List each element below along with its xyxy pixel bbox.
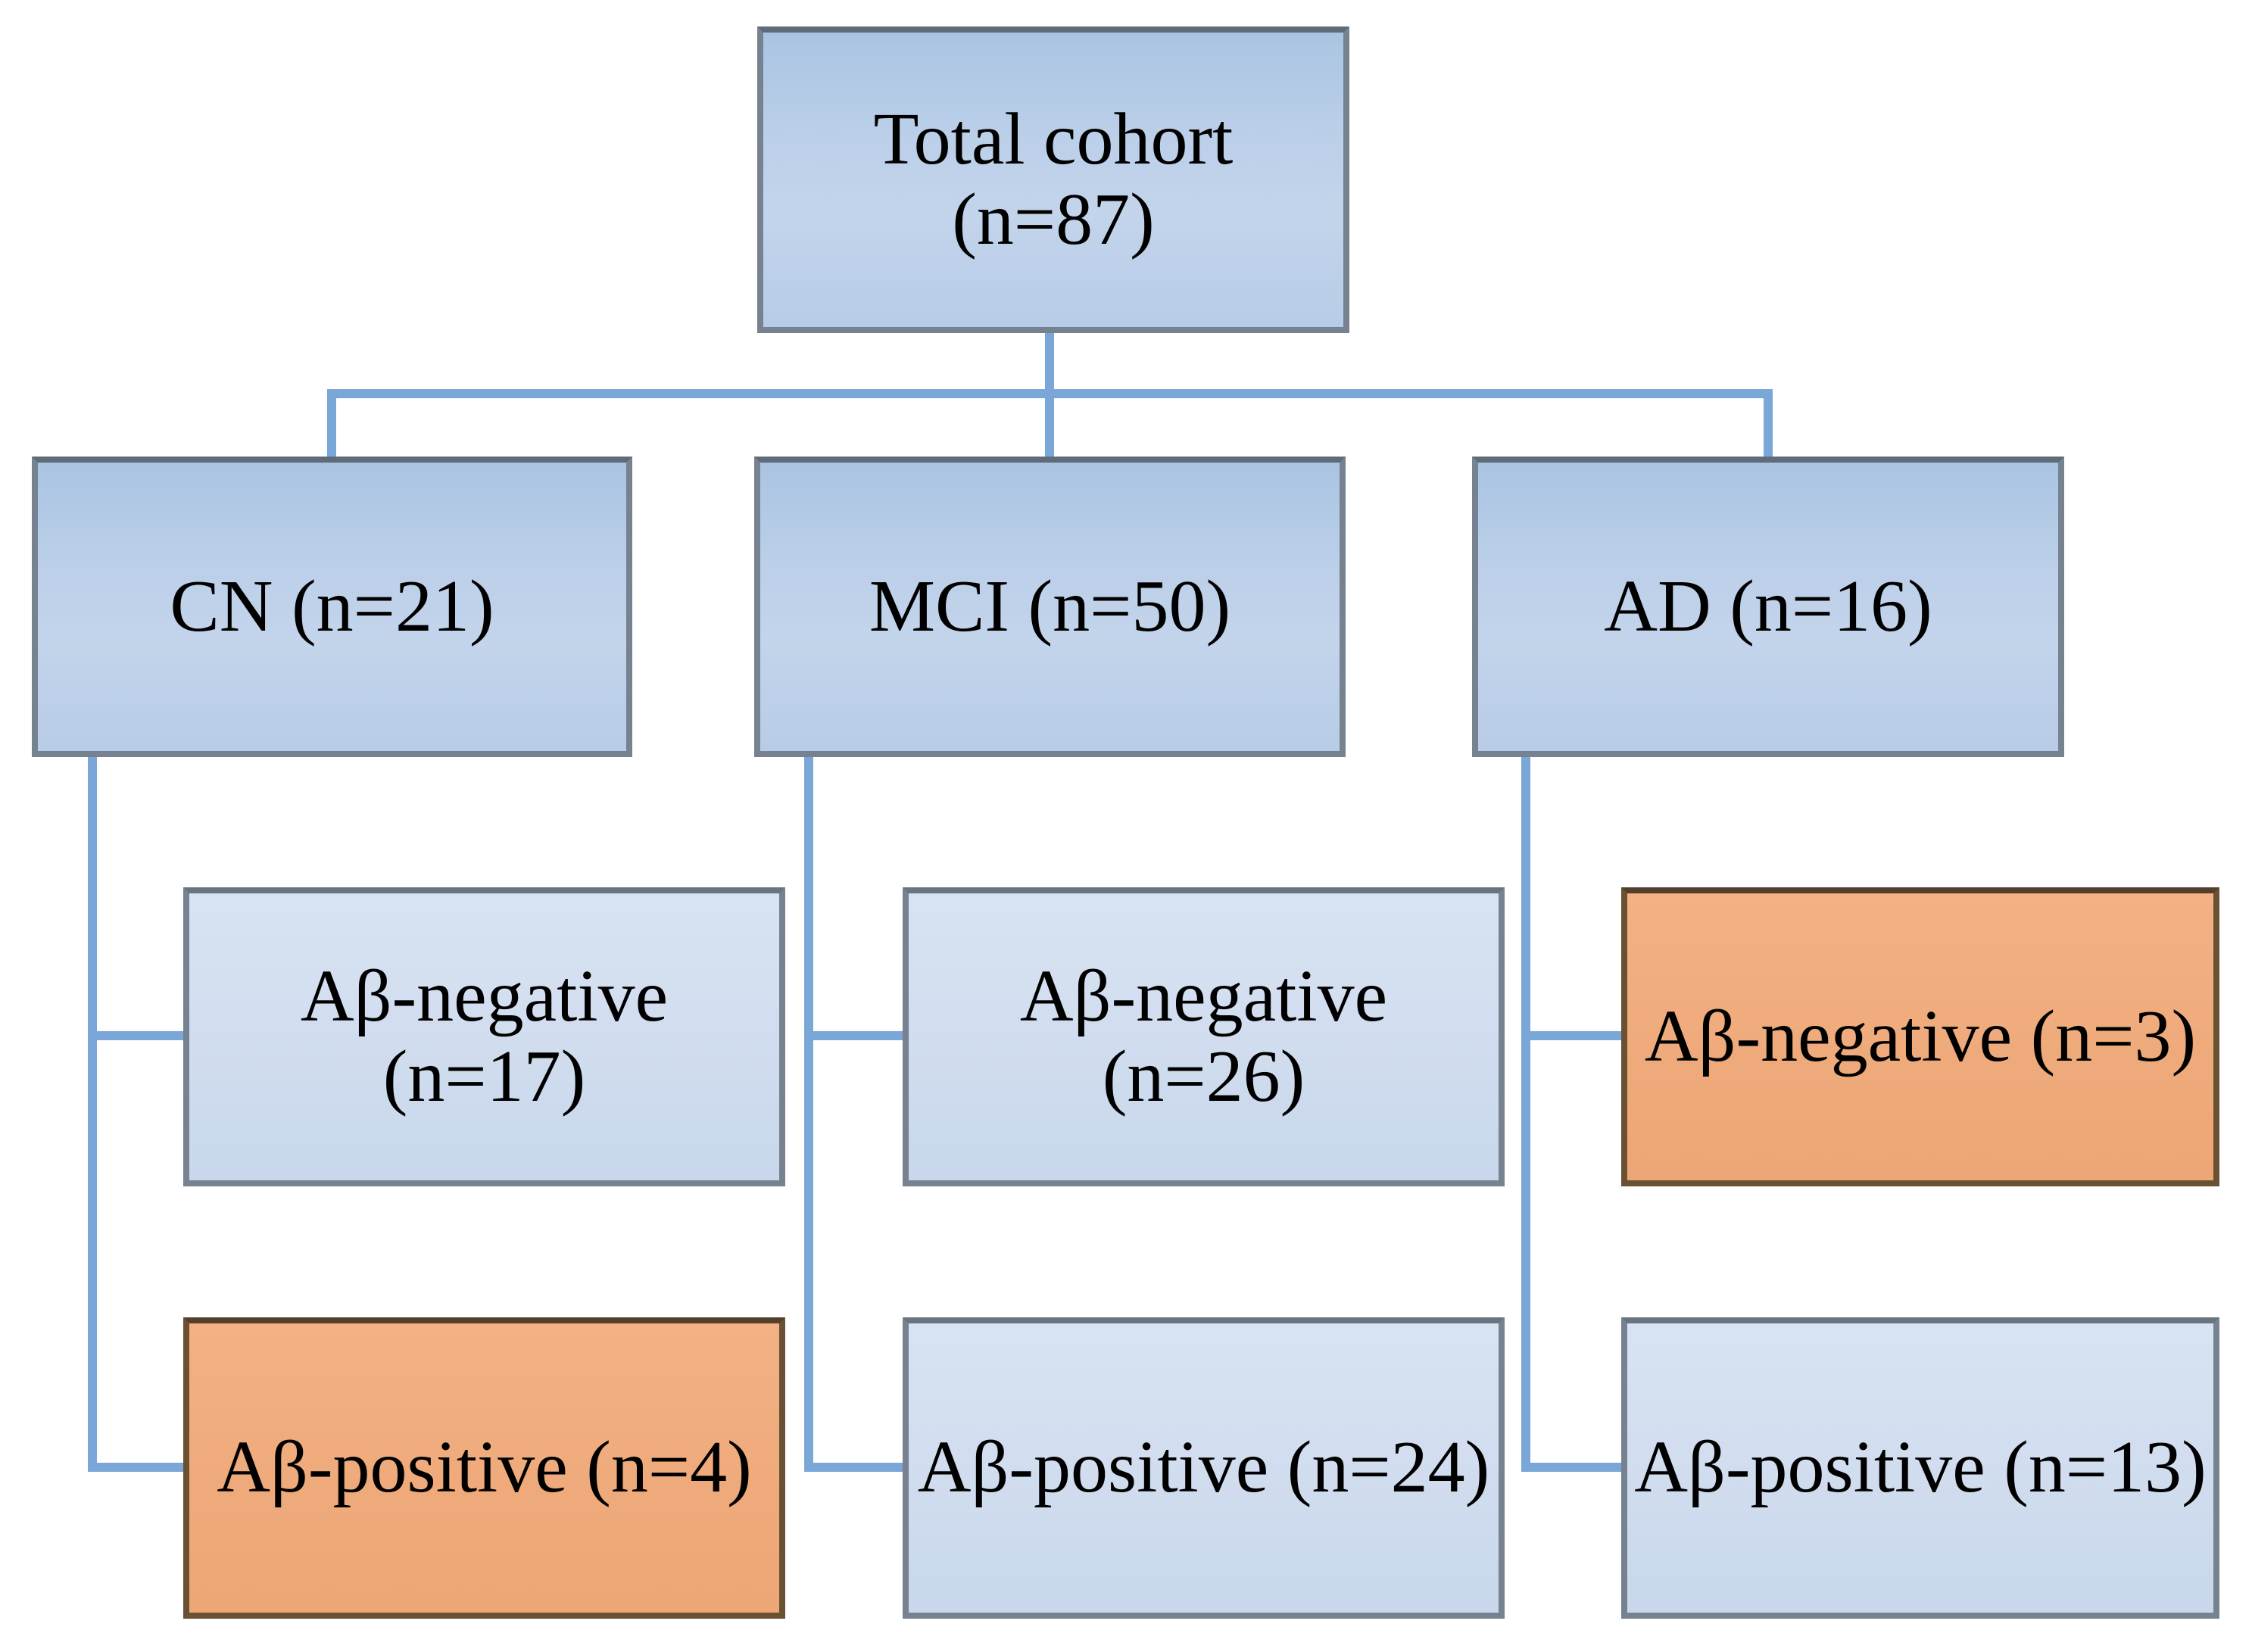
node-mci-ab-negative: Aβ-negative (n=26) (903, 887, 1505, 1186)
connector-mci-to-ab-positive (804, 1463, 903, 1472)
connector-cn-to-ab-positive (88, 1463, 183, 1472)
node-cn-ab-positive: Aβ-positive (n=4) (183, 1317, 785, 1619)
node-cn-ab-negative: Aβ-negative (n=17) (183, 887, 785, 1186)
node-cn: CN (n=21) (32, 457, 632, 757)
node-mci: MCI (n=50) (754, 457, 1346, 757)
node-ad: AD (n=16) (1472, 457, 2064, 757)
connector-horizontal-bus (327, 389, 1773, 398)
node-ad-ab-positive: Aβ-positive (n=13) (1621, 1317, 2219, 1619)
connector-ad-descender (1521, 757, 1530, 1472)
connector-cn-descender (88, 757, 97, 1472)
connector-ad-to-ab-negative (1521, 1031, 1621, 1040)
connector-drop-ad (1764, 389, 1773, 457)
node-ad-ab-negative: Aβ-negative (n=3) (1621, 887, 2219, 1186)
connector-cn-to-ab-negative (88, 1031, 183, 1040)
node-mci-ab-positive: Aβ-positive (n=24) (903, 1317, 1505, 1619)
connector-mci-descender (804, 757, 813, 1472)
node-total-cohort: Total cohort (n=87) (757, 26, 1349, 333)
connector-drop-cn (327, 389, 336, 457)
connector-ad-to-ab-positive (1521, 1463, 1621, 1472)
connector-mci-to-ab-negative (804, 1031, 903, 1040)
